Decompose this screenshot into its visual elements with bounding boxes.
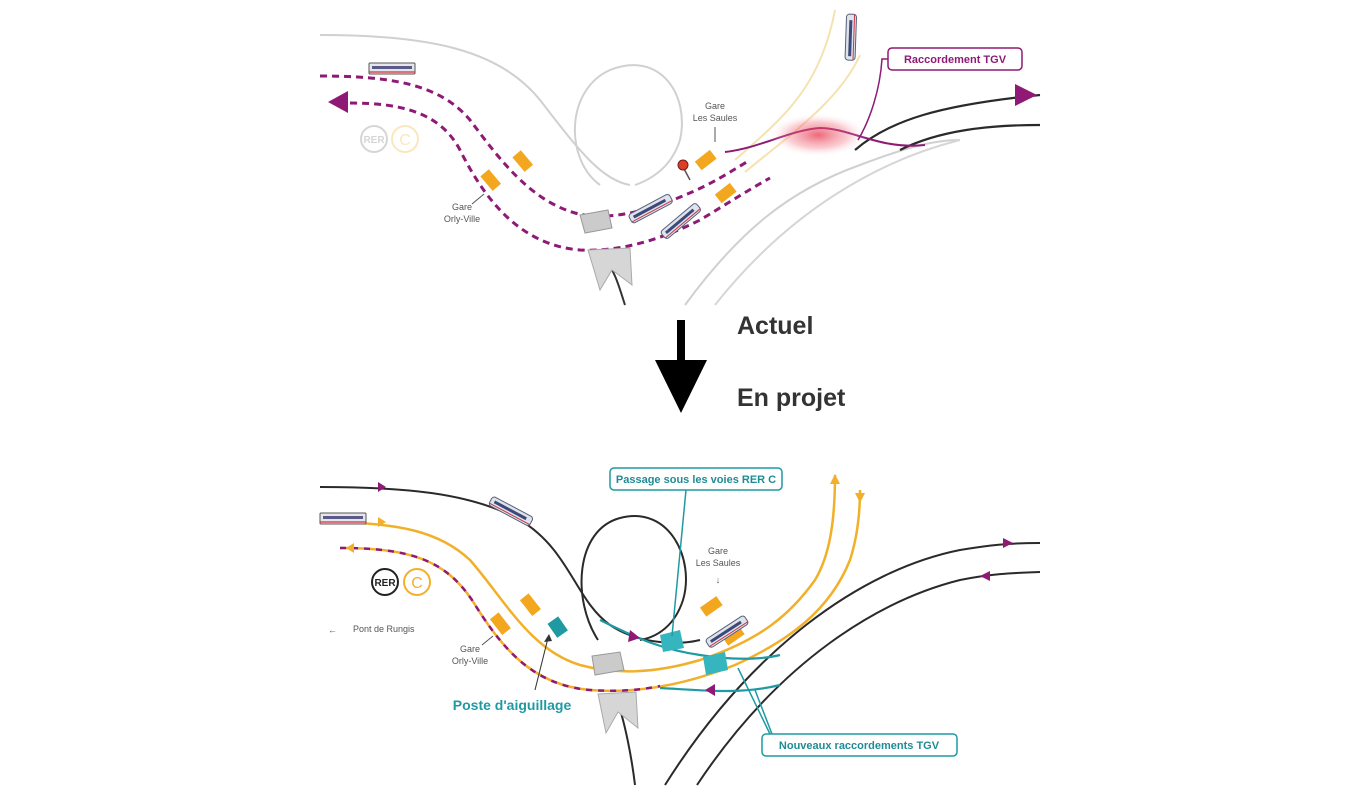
direction-arrow-icon xyxy=(705,684,715,696)
platform-orly-1 xyxy=(512,150,534,172)
poste-aiguillage-label: Poste d'aiguillage xyxy=(453,697,572,713)
rer-yellow-lower xyxy=(339,489,862,693)
direction-arrow-icon xyxy=(346,543,354,553)
platform-saules-1 xyxy=(699,596,723,617)
station-saules-label-line2: Les Saules xyxy=(696,558,741,568)
station-orly-label-line1: Gare xyxy=(460,644,480,654)
train-icon xyxy=(487,495,535,527)
grey-track-outer xyxy=(319,34,631,186)
callout-passage-leader xyxy=(671,489,687,637)
heading-en-projet: En projet xyxy=(737,384,846,412)
direction-arrow-icon xyxy=(328,91,348,113)
platform-orly-2 xyxy=(489,612,511,635)
direction-arrow-icon xyxy=(830,474,840,484)
direction-arrow-icon xyxy=(378,517,386,527)
station-saules-label-line1: Gare xyxy=(705,101,725,111)
pont-rungis-arrow: ← xyxy=(328,625,337,635)
black-track-lower xyxy=(899,123,1041,151)
line-c-label: C xyxy=(411,575,423,592)
connection-highlight xyxy=(768,113,868,157)
direction-arrow-icon xyxy=(855,493,865,503)
station-orly-pointer xyxy=(481,635,494,646)
station-saules-label-line1: Gare xyxy=(708,546,728,556)
station-orly-label-line1: Gare xyxy=(452,202,472,212)
callout-new-label: Nouveaux raccordements TGV xyxy=(779,740,940,752)
direction-arrow-icon xyxy=(378,482,386,492)
rer-label: RER xyxy=(363,135,385,146)
transition-arrow xyxy=(655,320,707,413)
rer-c-badge: RER C xyxy=(360,125,419,153)
grey-track-lower xyxy=(684,139,961,306)
direction-arrow-icon xyxy=(980,571,990,581)
grey-track-lower2 xyxy=(714,139,961,306)
direction-arrow-icon xyxy=(1015,84,1037,106)
callout-leader xyxy=(857,58,888,141)
callout-new-leader-2 xyxy=(754,689,773,735)
platform-orly-1 xyxy=(519,593,541,616)
station-saules-label-line2: Les Saules xyxy=(693,113,738,123)
bridge-abutment xyxy=(587,247,633,292)
callout-box-passage xyxy=(609,467,783,491)
signal-light-icon xyxy=(677,159,689,171)
teal-bridge-1 xyxy=(660,630,684,652)
station-orly-pointer xyxy=(471,193,485,205)
bridge-abutment xyxy=(597,691,639,735)
heading-actuel: Actuel xyxy=(737,312,814,340)
callout-passage-label: Passage sous les voies RER C xyxy=(616,474,776,486)
black-loop xyxy=(580,515,687,641)
callout-box-new xyxy=(761,733,958,757)
top-panel: RER C Gare Orly-Ville Gare Les Saules Ra… xyxy=(319,9,1041,306)
platform-saules-1 xyxy=(694,149,717,171)
down-arrow-icon xyxy=(655,360,707,413)
rer-track-upper xyxy=(319,74,751,218)
callout-raccordement-tgv: Raccordement TGV xyxy=(904,54,1007,66)
teal-connection-1 xyxy=(599,619,781,660)
pont-rungis-label: Pont de Rungis xyxy=(353,624,415,634)
bottom-panel: RER C ← Pont de Rungis Gare Orly-Ville G… xyxy=(319,467,1041,786)
station-orly-label-line2: Orly-Ville xyxy=(444,214,480,224)
train-icon xyxy=(368,62,416,75)
teal-bridge-2 xyxy=(703,652,728,675)
platform-orly-2 xyxy=(480,169,502,191)
rer-c-badge: RER C xyxy=(371,568,431,596)
rer-label: RER xyxy=(374,578,396,589)
line-c-label: C xyxy=(399,132,411,149)
station-orly-label-line2: Orly-Ville xyxy=(452,656,488,666)
bridge-deck xyxy=(591,651,625,676)
train-icon xyxy=(844,13,858,61)
teal-connection-2 xyxy=(659,683,781,693)
grey-loop xyxy=(573,64,683,186)
station-saules-arrow: ↓ xyxy=(716,575,721,585)
bridge-deck xyxy=(579,209,613,234)
poste-aiguillage-building xyxy=(547,616,568,638)
train-icon xyxy=(627,192,674,225)
black-track-east-lower xyxy=(696,571,1041,786)
pointer-arrowhead xyxy=(544,634,552,642)
black-track-east-upper xyxy=(664,542,1041,786)
rer-yellow-upper xyxy=(319,474,837,673)
rer-track-lower xyxy=(349,101,771,252)
callout-new-leader-1 xyxy=(737,667,771,735)
train-icon xyxy=(319,512,367,525)
direction-arrow-icon xyxy=(628,630,640,642)
rer-dashed-overlay xyxy=(339,546,661,693)
direction-arrow-icon xyxy=(1003,538,1013,548)
poste-aiguillage-pointer xyxy=(534,637,549,691)
platform-saules-2 xyxy=(714,182,737,204)
